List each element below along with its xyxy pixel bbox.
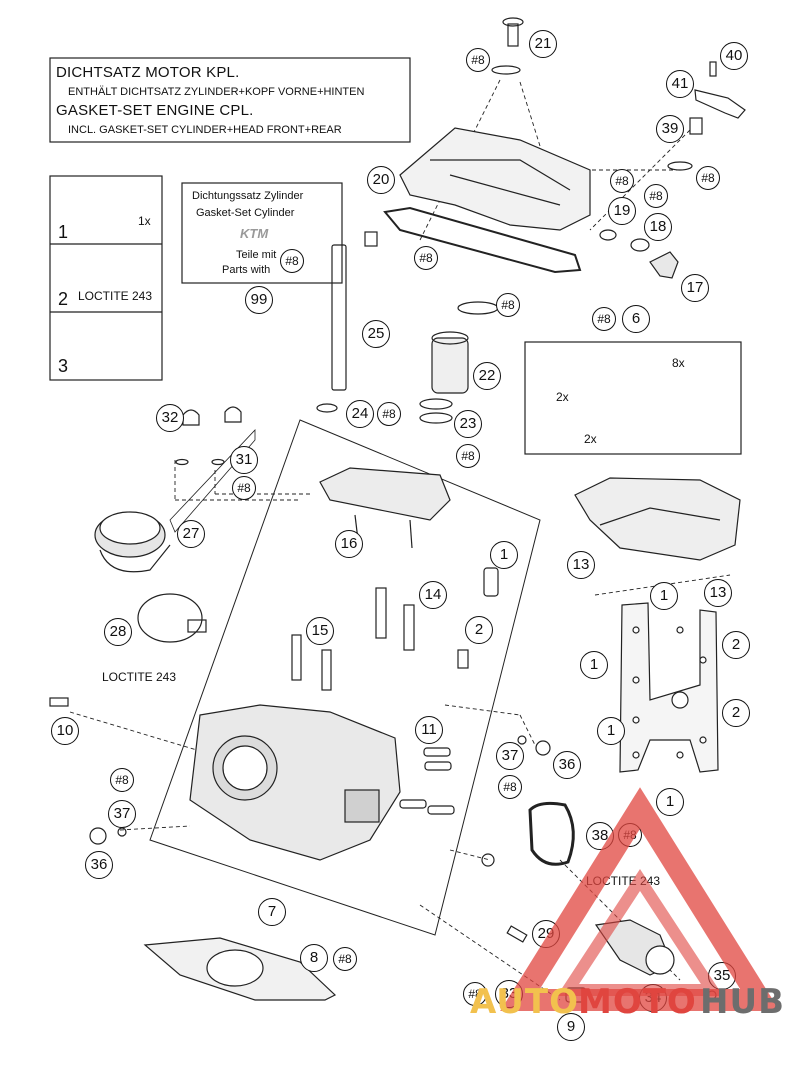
- kit-box-parts-en: Parts with: [222, 264, 271, 276]
- callout-13-left: 13: [567, 551, 595, 579]
- step-3-number: 3: [58, 356, 69, 376]
- callout-36-left: 36: [85, 851, 113, 879]
- callout-16: 16: [335, 530, 363, 558]
- callout-24-ref: #8: [377, 402, 401, 426]
- callout-21-ref: #8: [466, 48, 490, 72]
- step-2-number: 2: [58, 289, 69, 309]
- callout-23: 23: [454, 410, 482, 438]
- callout-25: 25: [362, 320, 390, 348]
- callout-37-right: 37: [496, 742, 524, 770]
- loctite-label-left: LOCTITE 243: [102, 670, 177, 684]
- step-1-quantity: 1x: [138, 214, 151, 228]
- callout-28: 28: [104, 618, 132, 646]
- callout-31-ref: #8: [232, 476, 256, 500]
- callout-13-right: 13: [704, 579, 732, 607]
- loctite-label-right: LOCTITE 243: [586, 874, 661, 888]
- callout-19-ref: #8: [610, 169, 634, 193]
- callout-9: 9: [557, 1013, 585, 1041]
- callout-37-left: 37: [108, 800, 136, 828]
- callout-15: 15: [306, 617, 334, 645]
- callout-19: 19: [608, 197, 636, 225]
- callout-7: 7: [258, 898, 286, 926]
- watermark-hub: HUB: [700, 982, 785, 1022]
- callout-6: 6: [622, 305, 650, 333]
- callout-33-ref: #8: [463, 982, 487, 1006]
- callout-2-plate-bottom: 2: [722, 699, 750, 727]
- gasket-inset-frame: [524, 341, 742, 455]
- callout-1-bolt: 1: [490, 541, 518, 569]
- callout-8: 8: [300, 944, 328, 972]
- callout-10: 10: [51, 717, 79, 745]
- callout-18: 18: [644, 213, 672, 241]
- kit-box-logo: KTM: [240, 226, 269, 241]
- callout-99: 99: [245, 286, 273, 314]
- callout-36-right: 36: [553, 751, 581, 779]
- gasket-inset-qty-8x: 8x: [672, 356, 685, 370]
- watermark-auto: AUTO: [470, 982, 579, 1022]
- gasket-inset-qty-2x-a: 2x: [556, 390, 569, 404]
- callout-14: 14: [419, 581, 447, 609]
- callout-38: 38: [586, 822, 614, 850]
- callout-24: 24: [346, 400, 374, 428]
- callout-17: 17: [681, 274, 709, 302]
- callout-29: 29: [532, 920, 560, 948]
- callout-21: 21: [529, 30, 557, 58]
- callout-1-plate-lower-left: 1: [597, 717, 625, 745]
- header-frame: [49, 57, 411, 143]
- callout-left-ref: #8: [110, 768, 134, 792]
- kit-box-frame: [181, 182, 343, 284]
- kit-box-title-en: Gasket-Set Cylinder: [196, 207, 295, 219]
- steps-frame: [49, 175, 163, 381]
- callout-40: 40: [720, 42, 748, 70]
- callout-23-ref: #8: [456, 444, 480, 468]
- header-title-en: GASKET-SET ENGINE CPL.: [56, 102, 254, 119]
- kit-box-title-de: Dichtungssatz Zylinder: [192, 190, 304, 202]
- step-2-loctite: LOCTITE 243: [78, 289, 153, 303]
- callout-27: 27: [177, 520, 205, 548]
- callout-11: 11: [415, 716, 443, 744]
- callout-18-ref: #8: [644, 184, 668, 208]
- callout-37-right-ref: #8: [498, 775, 522, 799]
- callout-2-plate-top: 2: [722, 631, 750, 659]
- callout-1-plate-bottom: 1: [656, 788, 684, 816]
- callout-1-plate-top: 1: [650, 582, 678, 610]
- callout-20: 20: [367, 166, 395, 194]
- callout-31: 31: [230, 446, 258, 474]
- callout-38-ref: #8: [618, 823, 642, 847]
- callout-39-ref: #8: [696, 166, 720, 190]
- callout-20-ref: #8: [414, 246, 438, 270]
- callout-2-bolt: 2: [465, 616, 493, 644]
- header-title-de: DICHTSATZ MOTOR KPL.: [56, 64, 240, 81]
- callout-32: 32: [156, 404, 184, 432]
- callout-39: 39: [656, 115, 684, 143]
- callout-1-plate-left: 1: [580, 651, 608, 679]
- callout-22-ref: #8: [496, 293, 520, 317]
- step-1-number: 1: [58, 222, 69, 242]
- header-subtitle-de: ENTHÄLT DICHTSATZ ZYLINDER+KOPF VORNE+HI…: [68, 86, 365, 98]
- watermark-moto: MOTO: [578, 982, 697, 1022]
- header-subtitle-en: INCL. GASKET-SET CYLINDER+HEAD FRONT+REA…: [68, 124, 342, 136]
- gasket-inset-ref-callout: #8: [592, 307, 616, 331]
- callout-41: 41: [666, 70, 694, 98]
- kit-box-parts-de: Teile mit: [236, 249, 277, 261]
- callout-22: 22: [473, 362, 501, 390]
- gasket-inset-qty-2x-b: 2x: [584, 432, 597, 446]
- callout-8-ref: #8: [333, 947, 357, 971]
- kit-box-ref-callout: #8: [280, 249, 304, 273]
